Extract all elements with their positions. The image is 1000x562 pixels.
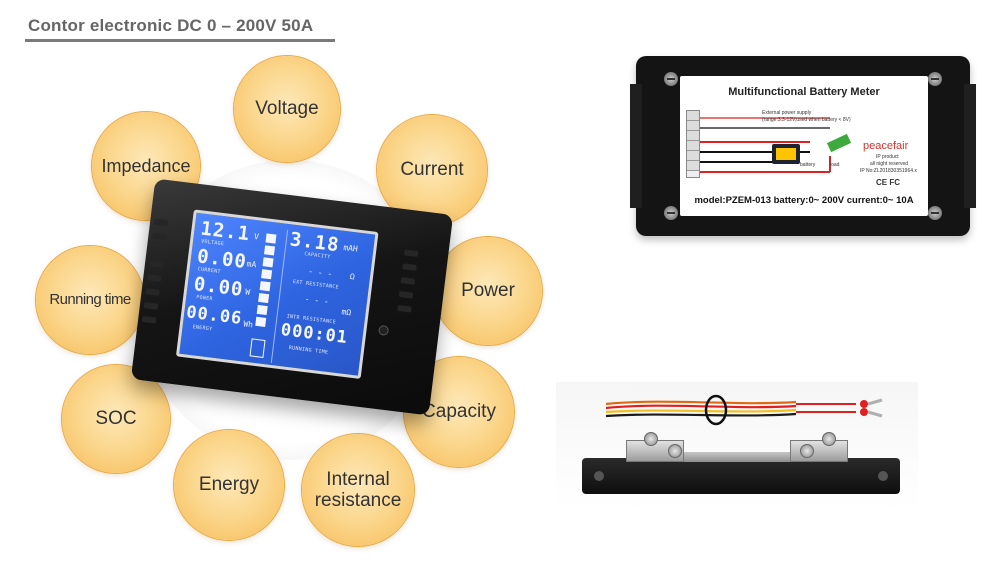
bolt-icon <box>822 432 836 446</box>
patent-number: IP No:ZL201830351964.x <box>860 168 917 174</box>
terminal-cell <box>687 111 699 121</box>
terminal-block <box>686 110 700 178</box>
lcd-capacity-unit: mAH <box>342 242 359 254</box>
meter-back-photo: Multifunctional Battery Meter External p… <box>630 56 976 236</box>
lcd-running-time-value: 000:01 <box>279 319 350 349</box>
load-text: load <box>830 162 840 168</box>
lcd-bar-segment <box>263 245 276 256</box>
feature-label: resistance <box>314 490 402 511</box>
label-title: Multifunctional Battery Meter <box>728 86 880 98</box>
feature-label: Current <box>400 159 464 181</box>
terminal-cell <box>687 161 699 171</box>
lcd-energy-label: ENERGY <box>192 324 213 333</box>
terminal-cell <box>687 131 699 141</box>
shunt-base <box>582 458 900 494</box>
feature-current: Current <box>377 115 487 225</box>
feature-voltage: Voltage <box>234 56 340 162</box>
lcd-ext-resistance-unit: Ω <box>349 271 356 282</box>
battery-text: battery <box>800 162 816 168</box>
brand-sub: IP product <box>876 154 899 160</box>
lcd-bar-segment <box>261 269 273 280</box>
side-tab <box>630 84 642 208</box>
screw-icon <box>928 206 942 220</box>
mount-hole <box>594 471 604 481</box>
title-underline <box>25 39 335 42</box>
feature-label: Impedance <box>101 155 191 176</box>
mount-hole <box>878 471 888 481</box>
lcd-voltage-unit: V <box>253 231 260 242</box>
feature-label: Power <box>461 280 515 302</box>
lcd-energy-unit: Wh <box>242 319 254 330</box>
model-spec: model:PZEM-013 battery:0~ 200V current:0… <box>694 195 914 206</box>
feature-soc: SOC <box>62 365 170 473</box>
lcd-ext-resistance-value: - - - <box>307 266 333 279</box>
feature-label: Internal <box>326 468 390 490</box>
screw-icon <box>664 72 678 86</box>
terminal-cell <box>687 141 699 151</box>
lcd-power-label: POWER <box>195 294 214 303</box>
lcd-bar-segment <box>265 233 277 244</box>
lcd-screen: 12.1 V VOLTAGE 0.00 mA CURRENT 0.00 W PO… <box>175 209 379 379</box>
lcd-bar-segment <box>255 316 267 327</box>
brand-rights: all night reserved <box>870 161 909 167</box>
lcd-soc-bars <box>254 233 278 334</box>
shunt-terminal <box>790 440 848 462</box>
page-title: Contor electronic DC 0 – 200V 50A <box>28 16 314 35</box>
screw-icon <box>928 72 942 86</box>
feature-label: Running time <box>49 290 131 308</box>
feature-power: Power <box>434 237 542 345</box>
shunt-resistor-bar <box>640 452 844 462</box>
bolt-icon <box>800 444 814 458</box>
lcd-bar-segment <box>258 292 270 304</box>
lcd-intr-resistance-value: - - - <box>304 294 330 307</box>
lcd-running-time-label: RUNNING TIME <box>288 345 329 356</box>
lcd-bar-segment <box>259 281 271 292</box>
shunt-wires <box>605 394 883 426</box>
lcd-bar-segment <box>262 257 274 268</box>
supply-text: External power supply <box>762 110 812 116</box>
brand-logo: peacefair <box>863 140 909 152</box>
lcd-ext-resistance-label: EXT RESISTANCE <box>292 279 340 291</box>
spec-label: Multifunctional Battery Meter External p… <box>680 76 928 216</box>
feature-label: SOC <box>95 408 137 430</box>
feature-label: Capacity <box>422 401 496 423</box>
screw-icon <box>664 206 678 220</box>
feature-running-time: Running time <box>36 246 144 354</box>
wiring-diagram <box>700 117 852 173</box>
lcd-bar-segment <box>256 304 268 316</box>
supply-range-text: (range:3.3-12V,used when battery < 8V) <box>762 117 851 123</box>
feature-energy: Energy <box>174 430 284 540</box>
cert-marks: CE FC <box>876 178 900 187</box>
feature-label: Voltage <box>255 98 319 120</box>
lcd-current-unit: mA <box>246 259 257 270</box>
terminal-cell <box>687 151 699 161</box>
lcd-intr-resistance-unit: mΩ <box>341 307 352 318</box>
terminal-cell <box>687 121 699 131</box>
lcd-power-unit: W <box>244 287 251 297</box>
bolt-icon <box>644 432 658 446</box>
feature-label: Energy <box>198 474 260 496</box>
bolt-icon <box>668 444 682 458</box>
side-tab <box>964 84 976 208</box>
battery-meter-device: 12.1 V VOLTAGE 0.00 mA CURRENT 0.00 W PO… <box>130 178 454 416</box>
battery-icon <box>249 338 266 358</box>
feature-internal-resistance: Internal resistance <box>302 434 414 546</box>
